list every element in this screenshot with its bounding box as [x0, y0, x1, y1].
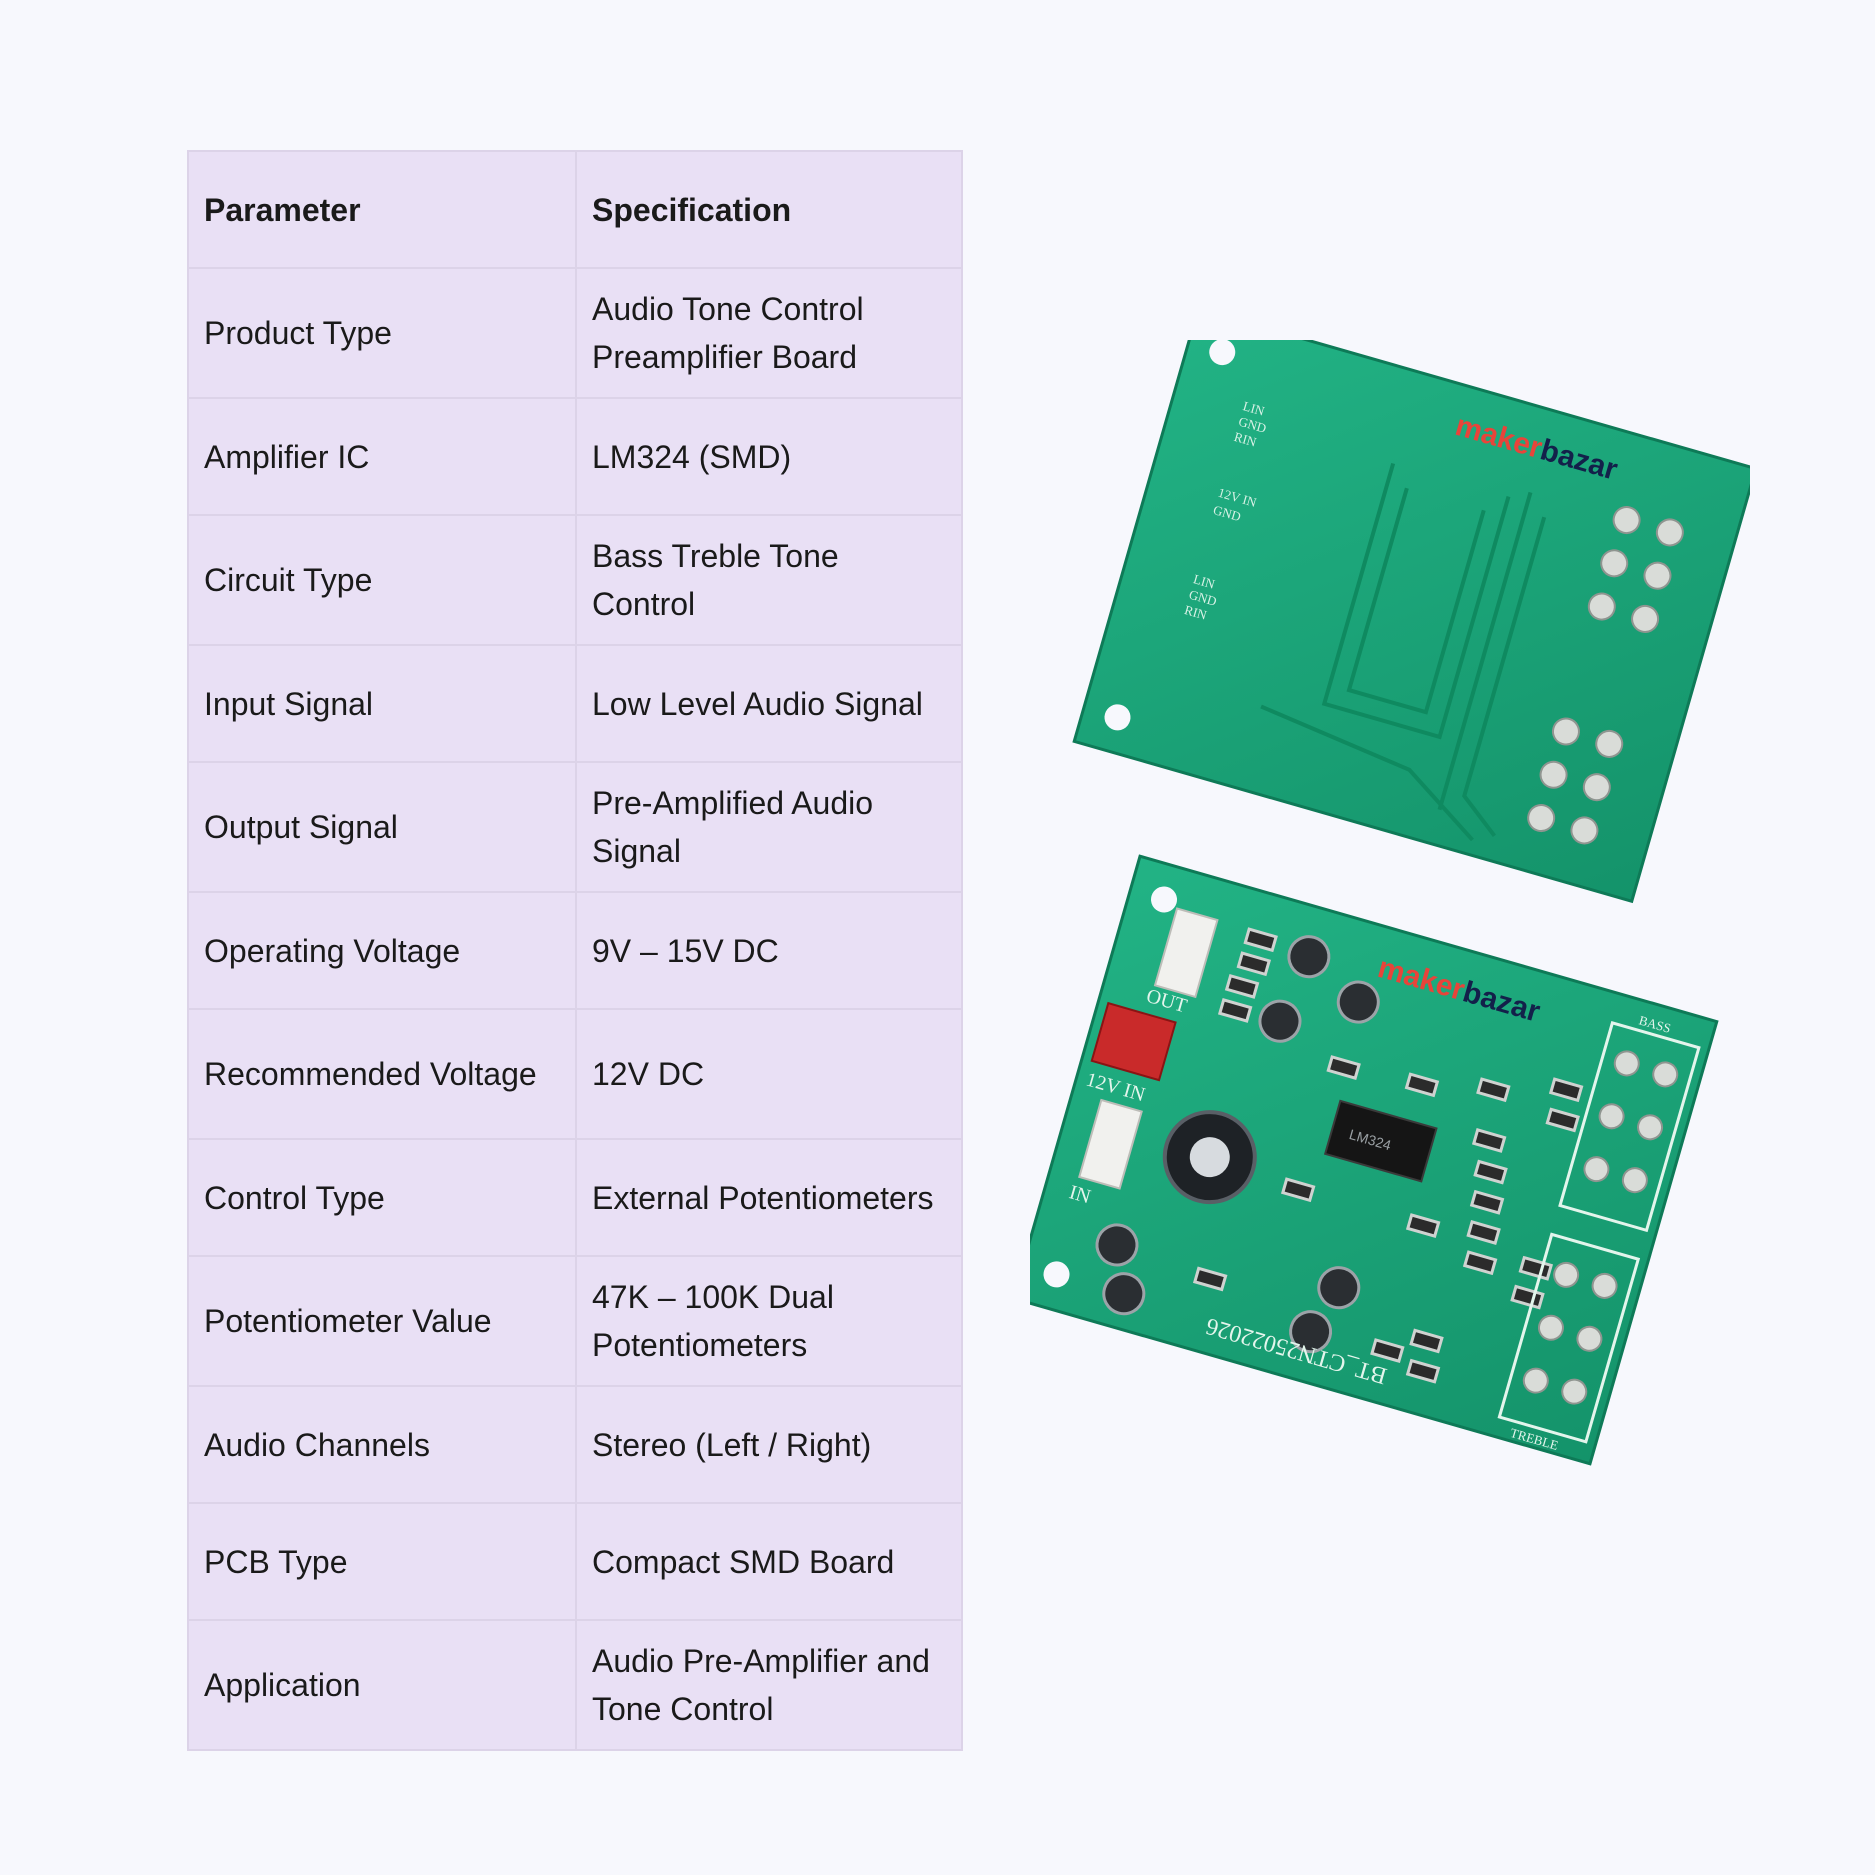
table-row: Output Signal Pre-Amplified Audio Signal: [187, 761, 963, 893]
table-header-row: Parameter Specification: [187, 150, 963, 269]
spec-cell: 12V DC: [575, 1008, 963, 1140]
copper-traces: [1260, 462, 1547, 842]
param-cell: Application: [187, 1619, 577, 1751]
table-row: Amplifier IC LM324 (SMD): [187, 397, 963, 516]
param-cell: Potentiometer Value: [187, 1255, 577, 1387]
mount-hole: [1151, 886, 1178, 913]
capacitor-top: [1189, 1137, 1230, 1178]
param-cell: Operating Voltage: [187, 891, 577, 1010]
spec-cell: Bass Treble Tone Control: [575, 514, 963, 646]
svg-text:LIN: LIN: [1192, 571, 1218, 592]
svg-text:LIN: LIN: [1241, 398, 1267, 419]
table-row: Input Signal Low Level Audio Signal: [187, 644, 963, 763]
table-row: Circuit Type Bass Treble Tone Control: [187, 514, 963, 646]
out-connector: [1153, 907, 1219, 999]
table-row: Potentiometer Value 47K – 100K Dual Pote…: [187, 1255, 963, 1387]
spec-cell: 47K – 100K Dual Potentiometers: [575, 1255, 963, 1387]
param-cell: Amplifier IC: [187, 397, 577, 516]
spec-cell: Stereo (Left / Right): [575, 1385, 963, 1504]
param-cell: Control Type: [187, 1138, 577, 1257]
table-row: Operating Voltage 9V – 15V DC: [187, 891, 963, 1010]
red-jumper: [1090, 1001, 1177, 1082]
solder-pads: [1527, 506, 1684, 845]
svg-text:GND: GND: [1237, 414, 1268, 436]
param-cell: PCB Type: [187, 1502, 577, 1621]
param-cell: Recommended Voltage: [187, 1008, 577, 1140]
spec-cell: Compact SMD Board: [575, 1502, 963, 1621]
svg-text:GND: GND: [1187, 587, 1218, 609]
lm324-chip: [1323, 1099, 1438, 1183]
table-row: Product Type Audio Tone Control Preampli…: [187, 267, 963, 399]
spec-cell: Audio Pre-Amplifier and Tone Control: [575, 1619, 963, 1751]
pcb-product-photo: makerbazar LIN GND RIN 12V IN GND LIN GN…: [1030, 340, 1750, 1520]
param-cell: Output Signal: [187, 761, 577, 893]
header-parameter: Parameter: [187, 150, 577, 269]
spec-cell: Audio Tone Control Preamplifier Board: [575, 267, 963, 399]
param-cell: Product Type: [187, 267, 577, 399]
spec-cell: 9V – 15V DC: [575, 891, 963, 1010]
table-row: Audio Channels Stereo (Left / Right): [187, 1385, 963, 1504]
treble-pot-footprint: [1497, 1232, 1641, 1444]
table-row: PCB Type Compact SMD Board: [187, 1502, 963, 1621]
smd-capacitors: [1095, 935, 1380, 1354]
in-connector: [1078, 1098, 1143, 1190]
spec-cell: Low Level Audio Signal: [575, 644, 963, 763]
table-row: Control Type External Potentiometers: [187, 1138, 963, 1257]
pot-pads: [1522, 1050, 1679, 1405]
top-board-labels: LIN GND RIN 12V IN GND LIN GND RIN: [1183, 398, 1268, 623]
smd-resistors: [1192, 927, 1584, 1384]
mount-hole: [1104, 704, 1131, 731]
table-row: Application Audio Pre-Amplifier and Tone…: [187, 1619, 963, 1751]
mount-hole: [1043, 1261, 1070, 1288]
param-cell: Circuit Type: [187, 514, 577, 646]
pcb-illustration: makerbazar LIN GND RIN 12V IN GND LIN GN…: [1030, 340, 1750, 1466]
svg-text:GND: GND: [1212, 502, 1243, 524]
spec-cell: External Potentiometers: [575, 1138, 963, 1257]
bass-pot-footprint: [1558, 1021, 1701, 1233]
spec-table: Parameter Specification Product Type Aud…: [187, 150, 963, 1751]
spec-cell: LM324 (SMD): [575, 397, 963, 516]
table-row: Recommended Voltage 12V DC: [187, 1008, 963, 1140]
bottom-board: makerbazar OUT 12V IN IN LM324: [1030, 854, 1719, 1466]
spec-cell: Pre-Amplified Audio Signal: [575, 761, 963, 893]
svg-text:RIN: RIN: [1183, 602, 1209, 623]
mount-hole: [1209, 340, 1236, 366]
top-board-pcb: [1072, 340, 1750, 904]
header-specification: Specification: [575, 150, 963, 269]
param-cell: Input Signal: [187, 644, 577, 763]
param-cell: Audio Channels: [187, 1385, 577, 1504]
svg-text:RIN: RIN: [1232, 429, 1258, 450]
top-board: makerbazar LIN GND RIN 12V IN GND LIN GN…: [1072, 340, 1750, 904]
